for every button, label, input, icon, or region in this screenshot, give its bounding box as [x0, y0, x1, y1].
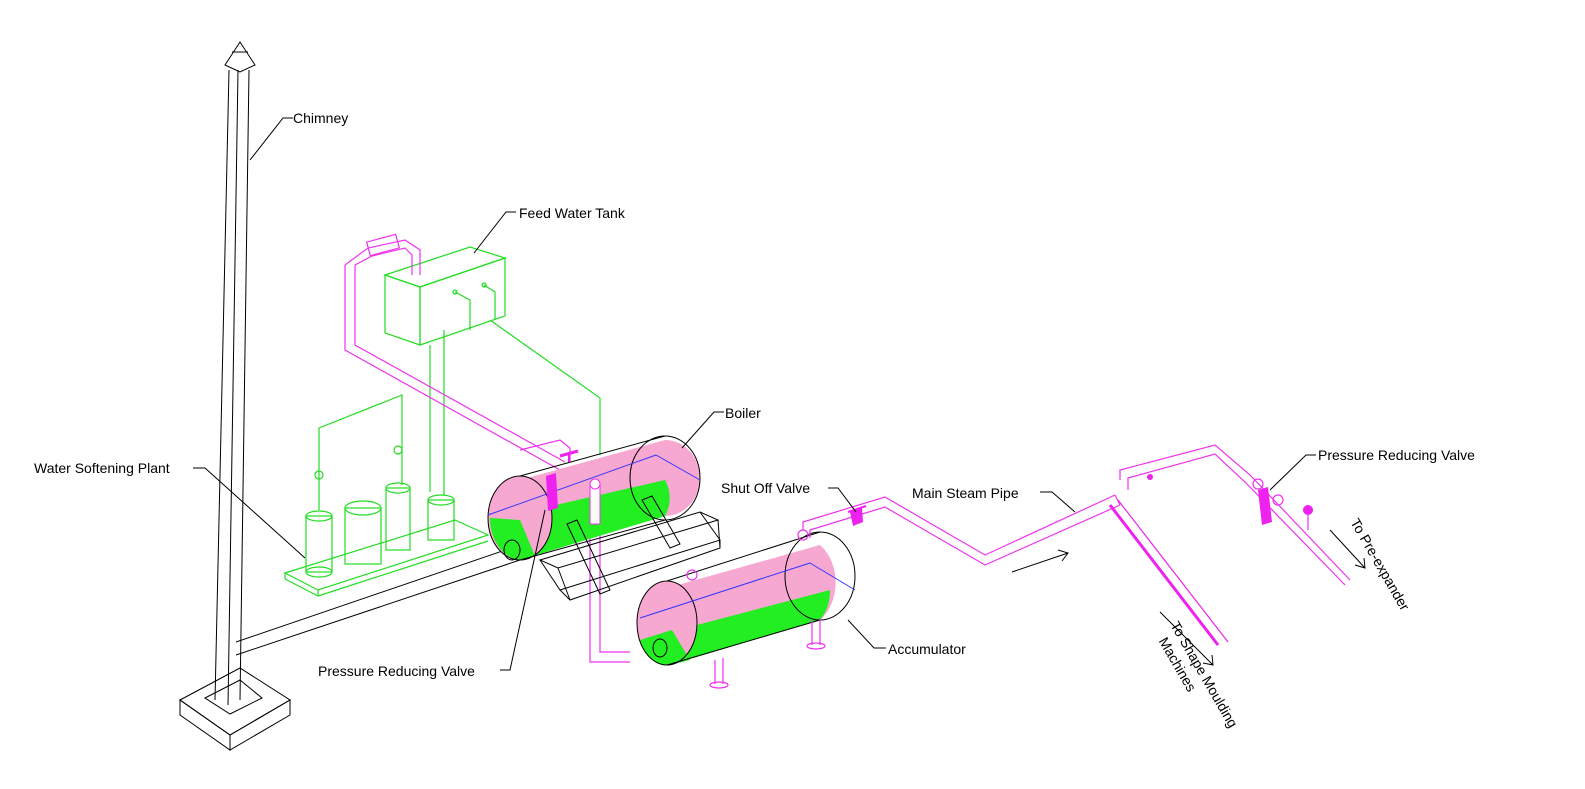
label-pressure-reducing-valve-right: Pressure Reducing Valve — [1318, 447, 1475, 463]
water-softening-plant — [283, 319, 601, 597]
label-main-steam-pipe: Main Steam Pipe — [912, 485, 1019, 501]
label-to-pre-expander-text: To Pre-expander — [1347, 516, 1413, 614]
steam-return-pipe — [344, 233, 630, 663]
label-to-pre-expander: To Pre-expander — [1347, 516, 1413, 614]
label-pressure-reducing-valve-left: Pressure Reducing Valve — [318, 663, 475, 679]
label-shut-off-valve: Shut Off Valve — [721, 480, 810, 496]
accumulator — [636, 529, 856, 689]
label-to-shape-moulding: To Shape Moulding Machines — [1156, 619, 1241, 731]
leader-lines — [193, 117, 1316, 671]
boiler — [487, 435, 721, 601]
label-feed-water-tank: Feed Water Tank — [519, 205, 626, 221]
label-water-softening-plant: Water Softening Plant — [34, 460, 170, 476]
chimney — [179, 41, 291, 751]
main-steam-pipe — [802, 444, 1351, 646]
label-boiler: Boiler — [725, 405, 761, 421]
label-accumulator: Accumulator — [888, 641, 966, 657]
feed-water-tank — [383, 246, 507, 346]
flue-duct — [235, 544, 521, 656]
flow-arrows — [1011, 529, 1366, 666]
label-chimney: Chimney — [293, 110, 348, 126]
